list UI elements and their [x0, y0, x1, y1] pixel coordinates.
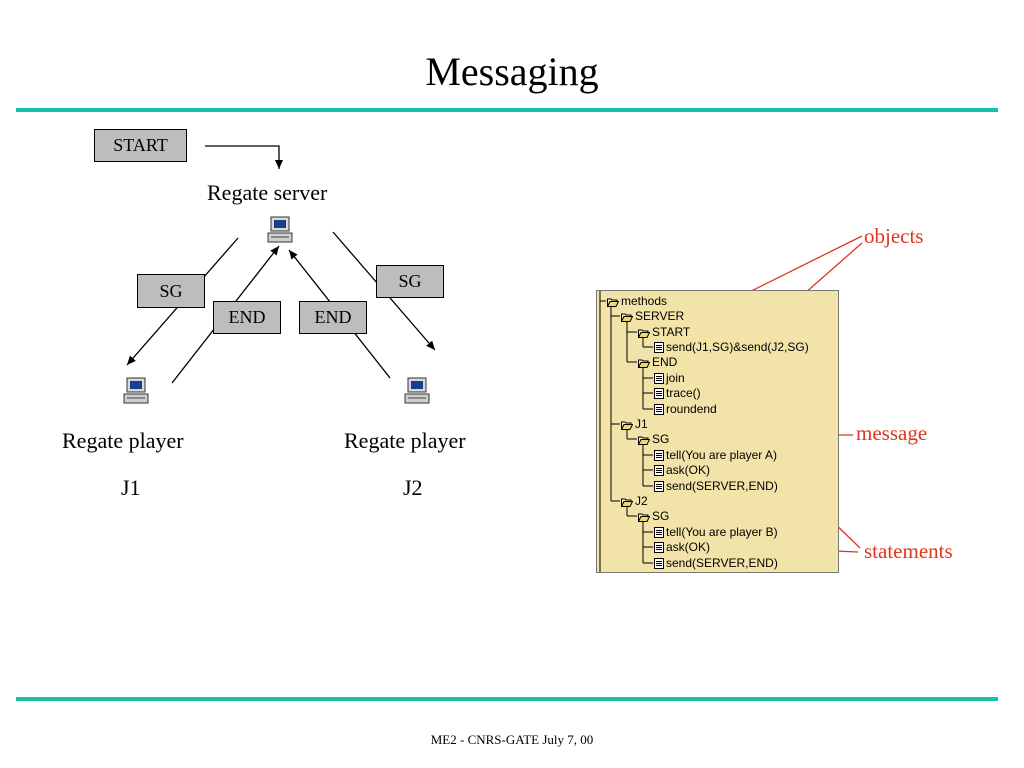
tree-node-end[interactable]: END [638, 355, 677, 370]
tree-label: tell(You are player A) [666, 448, 777, 462]
tree-label: roundend [666, 402, 717, 416]
tree-node-server[interactable]: SERVER [621, 309, 684, 324]
tree-node-j1[interactable]: J1 [621, 417, 648, 432]
top-divider [16, 108, 998, 112]
server-computer-icon [267, 216, 293, 243]
tree-node-j2[interactable]: J2 [621, 494, 648, 509]
tree-label: ask(OK) [666, 540, 711, 554]
sg-box-right: SG [376, 265, 444, 298]
tree-node-trace[interactable]: trace() [654, 386, 701, 401]
player-left-label: Regate player [62, 428, 184, 453]
tree-connector-lines [599, 291, 653, 572]
tree-node-j2-tell[interactable]: tell(You are player B) [654, 525, 778, 540]
end-box-right: END [299, 301, 367, 334]
tree-node-j2-send[interactable]: send(SERVER,END) [654, 556, 778, 571]
tree-label: SG [652, 432, 670, 446]
tree-label: trace() [666, 386, 701, 400]
folder-open-icon [621, 498, 633, 507]
document-icon [654, 527, 664, 538]
tree-node-j1-tell[interactable]: tell(You are player A) [654, 448, 777, 463]
player-j2-computer-icon [404, 377, 430, 404]
tree-label: J1 [635, 417, 648, 431]
tree-label: SERVER [635, 309, 685, 323]
tree-label: join [666, 371, 685, 385]
player-right-id: J2 [403, 475, 423, 500]
tree-label: START [652, 325, 691, 339]
statements-annotation: statements [864, 539, 953, 563]
bottom-divider [16, 697, 998, 701]
folder-open-icon [638, 513, 650, 522]
document-icon [654, 388, 664, 399]
tree-node-start-send[interactable]: send(J1,SG)&send(J2,SG) [654, 340, 809, 355]
objects-annotation: objects [864, 224, 924, 248]
document-icon [654, 450, 664, 461]
player-left-id: J1 [121, 475, 141, 500]
message-annotation: message [856, 421, 928, 445]
tree-label: END [652, 355, 678, 369]
player-right-label: Regate player [344, 428, 466, 453]
sg-box-left: SG [137, 274, 205, 308]
end-box-left: END [213, 301, 281, 334]
start-box: START [94, 129, 187, 162]
tree-node-start[interactable]: START [638, 325, 690, 340]
tree-node-j2-sg[interactable]: SG [638, 509, 669, 524]
tree-label: SG [652, 509, 670, 523]
folder-open-icon [607, 298, 619, 307]
tree-node-j2-ask[interactable]: ask(OK) [654, 540, 710, 555]
folder-open-icon [638, 359, 650, 368]
document-icon [654, 481, 664, 492]
tree-node-j1-sg[interactable]: SG [638, 432, 669, 447]
methods-tree-panel[interactable]: methods SERVER START send(J1,SG)&send(J2… [596, 290, 839, 573]
folder-open-icon [638, 329, 650, 338]
folder-open-icon [638, 436, 650, 445]
document-icon [654, 558, 664, 569]
folder-open-icon [621, 421, 633, 430]
tree-node-j1-ask[interactable]: ask(OK) [654, 463, 710, 478]
start-arrow [205, 145, 283, 169]
document-icon [654, 342, 664, 353]
document-icon [654, 542, 664, 553]
tree-label: methods [621, 294, 668, 308]
tree-node-join[interactable]: join [654, 371, 685, 386]
slide-title: Messaging [425, 49, 599, 94]
tree-label: J2 [635, 494, 648, 508]
document-icon [654, 404, 664, 415]
tree-node-j1-send[interactable]: send(SERVER,END) [654, 479, 778, 494]
player-j1-computer-icon [123, 377, 149, 404]
tree-node-roundend[interactable]: roundend [654, 402, 717, 417]
slide-footer: ME2 - CNRS-GATE July 7, 00 [430, 732, 594, 747]
tree-label: send(SERVER,END) [666, 479, 778, 493]
tree-label: send(J1,SG)&send(J2,SG) [666, 340, 809, 354]
tree-node-methods[interactable]: methods [607, 294, 667, 309]
document-icon [654, 465, 664, 476]
server-label: Regate server [207, 180, 328, 205]
tree-label: ask(OK) [666, 463, 711, 477]
folder-open-icon [621, 313, 633, 322]
document-icon [654, 373, 664, 384]
tree-label: send(SERVER,END) [666, 556, 778, 570]
tree-label: tell(You are player B) [666, 525, 778, 539]
